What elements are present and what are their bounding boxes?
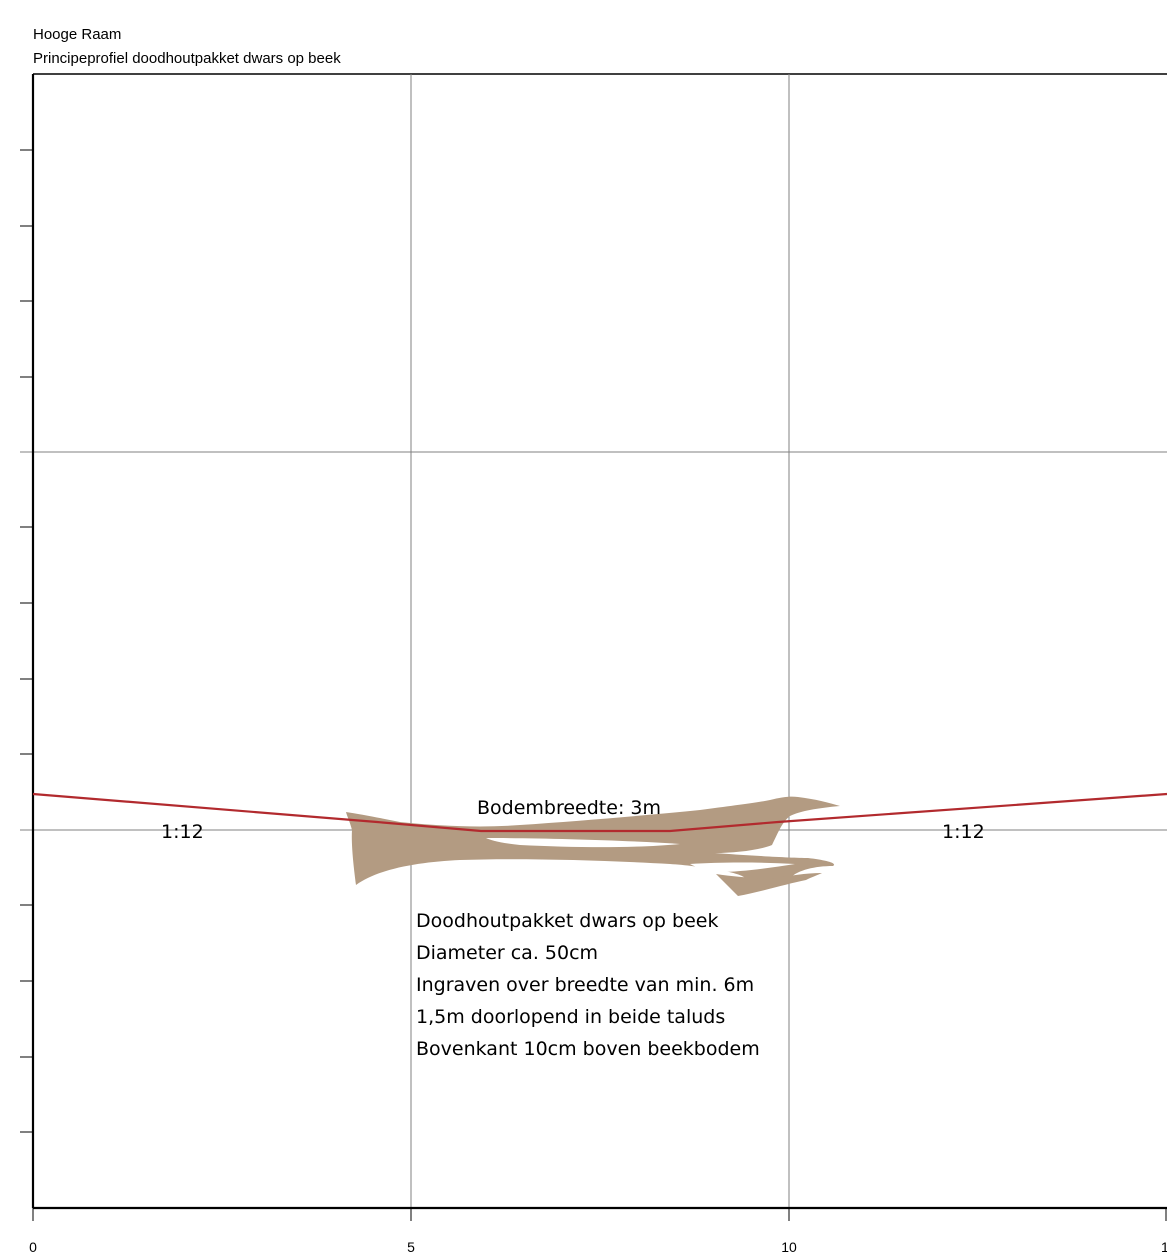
bottom-width-label: Bodembreedte: 3m xyxy=(477,797,661,819)
deadwood-gap-upper xyxy=(486,838,680,848)
x-axis-ticks xyxy=(32,1208,1167,1221)
x-tick-label-15: 1 xyxy=(1161,1239,1167,1255)
deadwood-gap-lower xyxy=(690,862,795,872)
note-line-4: 1,5m doorlopend in beide taluds xyxy=(416,1006,726,1028)
deadwood-branch-lower-right xyxy=(716,873,822,896)
x-tick-label-0: 0 xyxy=(29,1239,37,1255)
x-tick-label-5: 5 xyxy=(407,1239,415,1255)
note-line-2: Diameter ca. 50cm xyxy=(416,942,599,964)
slope-right-label: 1:12 xyxy=(942,821,985,843)
x-tick-label-10: 10 xyxy=(781,1239,797,1255)
note-line-1: Doodhoutpakket dwars op beek xyxy=(416,910,719,932)
deadwood-gaps xyxy=(486,838,795,872)
diagram-subtitle: Principeprofiel doodhoutpakket dwars op … xyxy=(33,50,341,67)
note-line-3: Ingraven over breedte van min. 6m xyxy=(416,974,755,996)
diagram-title: Hooge Raam xyxy=(33,26,122,43)
slope-left-label: 1:12 xyxy=(161,821,204,843)
y-axis-ticks xyxy=(20,149,33,1133)
channel-profile-line xyxy=(32,792,1167,833)
note-line-5: Bovenkant 10cm boven beekbodem xyxy=(416,1038,760,1060)
